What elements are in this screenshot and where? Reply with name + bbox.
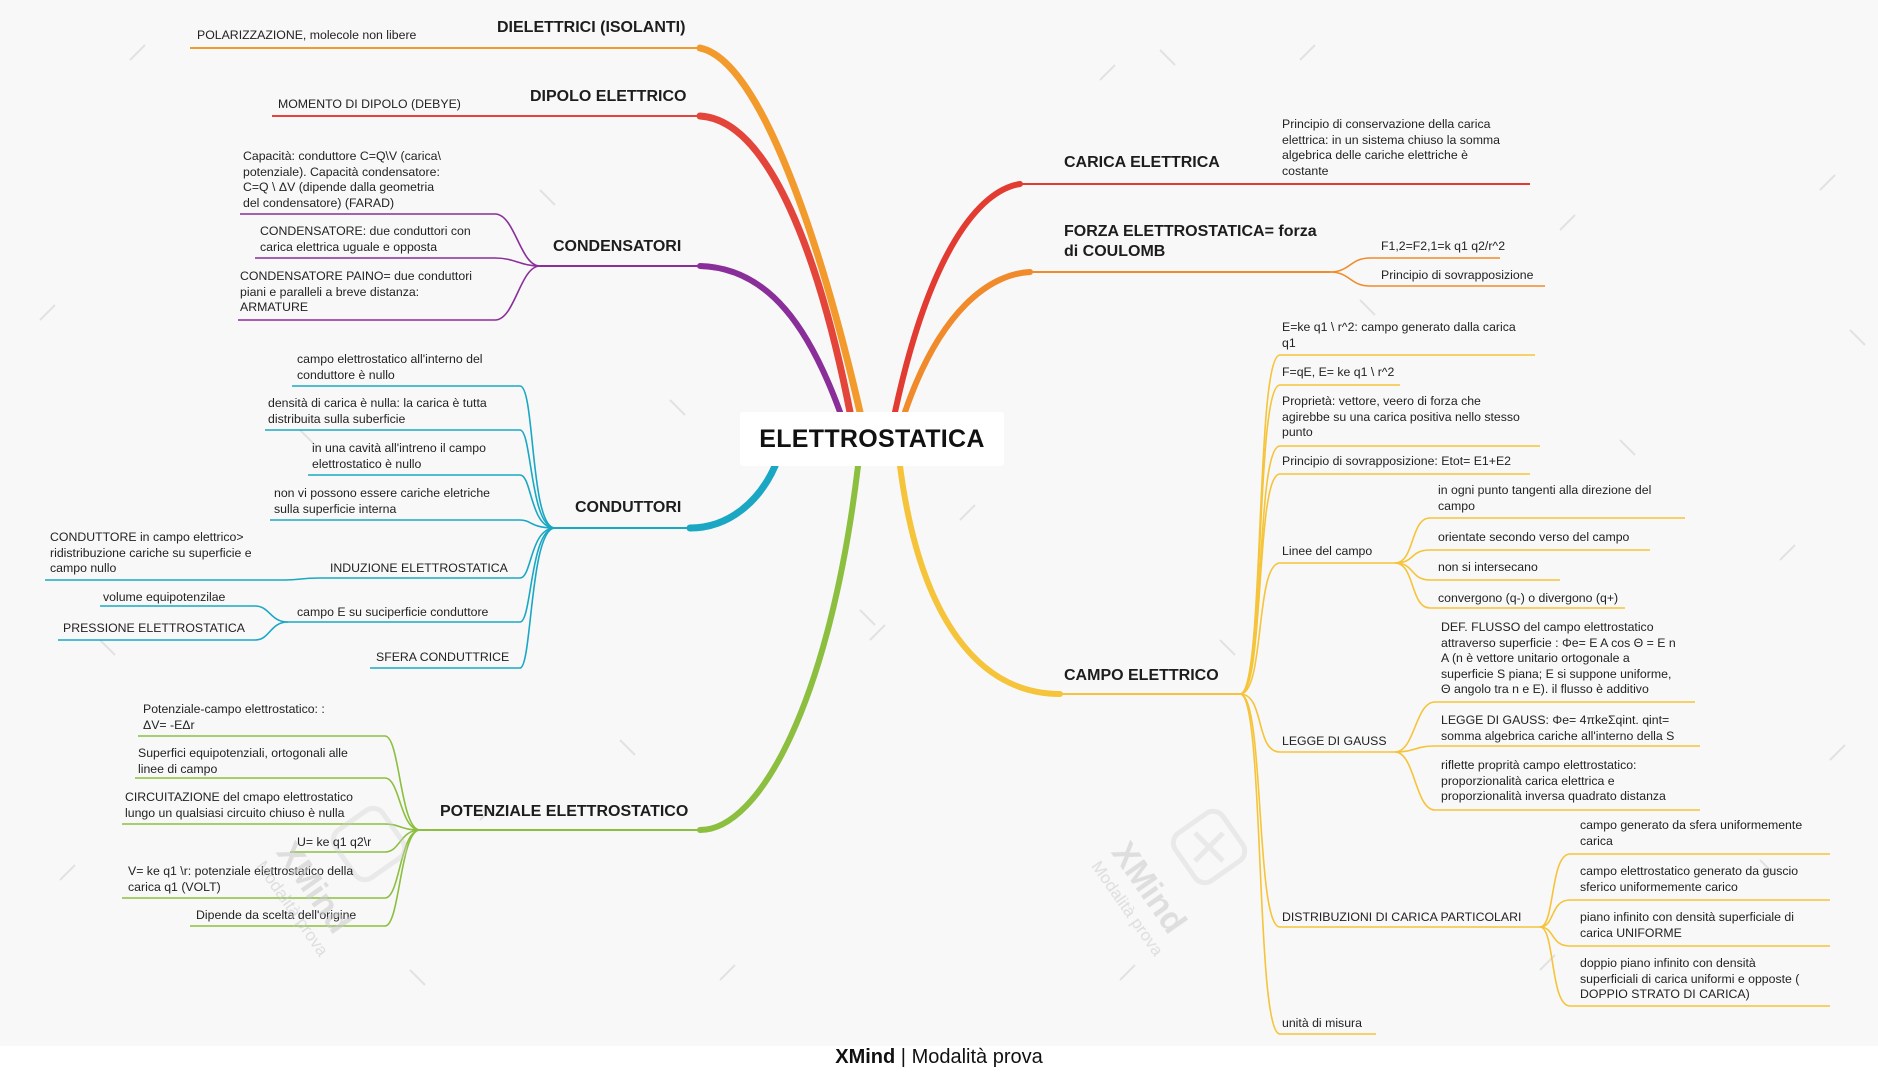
subtopic-campo-carica[interactable]: E=ke q1 \ r^2: campo generato dalla cari…	[1282, 320, 1516, 350]
subtopic-f-qe[interactable]: F=qE, E= ke q1 \ r^2	[1282, 365, 1395, 379]
subtopic-conservazione-carica[interactable]: Principio di conservazione della carica …	[1282, 117, 1501, 178]
branch-carica	[892, 181, 1023, 415]
branch-campo	[897, 463, 1063, 697]
subtopic-condensatore-piano[interactable]: CONDENSATORE PAINO= due conduttori piani…	[240, 269, 473, 314]
subtopic-distribuzioni[interactable]: DISTRIBUZIONI DI CARICA PARTICOLARI	[1282, 910, 1522, 924]
topic-condensatori[interactable]: CONDENSATORI	[553, 238, 682, 255]
topic-campo[interactable]: CAMPO ELETTRICO	[1064, 667, 1219, 684]
subtopic-sovrapposizione-forza[interactable]: Principio di sovrapposizione	[1381, 268, 1534, 282]
background-dashes	[39, 44, 1866, 986]
subtopic-energia-u[interactable]: U= ke q1 q2\r	[297, 835, 372, 849]
subtopic-linee-tangenti[interactable]: in ogni punto tangenti alla direzione de…	[1438, 483, 1652, 513]
subtopic-condensatore[interactable]: CONDENSATORE: due conduttori con carica …	[260, 224, 471, 254]
subtopic-induzione-detail[interactable]: CONDUTTORE in campo elettrico> ridistrib…	[50, 530, 252, 575]
subtopic-gauss-proprieta[interactable]: riflette proprità campo elettrostatico: …	[1441, 758, 1666, 803]
watermark-brand: XMind	[835, 1046, 896, 1068]
watermark-mode: Modalità prova	[911, 1046, 1043, 1068]
subtopic-superfici-equipotenziali[interactable]: Superfici equipotenziali, ortogonali all…	[138, 746, 348, 776]
subtopic-linee-campo[interactable]: Linee del campo	[1282, 544, 1373, 558]
subtopic-flusso[interactable]: DEF. FLUSSO del campo elettrostatico att…	[1441, 620, 1676, 696]
subtopic-potenziale-v[interactable]: V= ke q1 \r: potenziale elettrostatico d…	[128, 864, 354, 894]
subtopic-unita-misura[interactable]: unità di misura	[1282, 1016, 1362, 1030]
subtopic-cavita[interactable]: in una cavità all'intreno il campo elett…	[312, 441, 486, 471]
branch-potenziale	[697, 463, 861, 833]
subtopic-sfera-conduttrice[interactable]: SFERA CONDUTTRICE	[376, 650, 510, 664]
subtopic-proprieta[interactable]: Proprietà: vettore, veero di forza che a…	[1282, 394, 1520, 439]
subtopic-densita-carica[interactable]: densità di carica è nulla: la carica è t…	[268, 396, 487, 426]
subtopic-potenziale-campo[interactable]: Potenziale-campo elettrostatico: : ΔV= -…	[143, 702, 325, 732]
watermark-footer: XMind | Modalità prova	[0, 1046, 1878, 1069]
subtopic-sovrapposizione-campo[interactable]: Principio di sovrapposizione: Etot= E1+E…	[1282, 454, 1511, 468]
subtopic-momento-dipolo[interactable]: MOMENTO DI DIPOLO (DEBYE)	[278, 97, 461, 111]
subtopic-linee-non-intersecano[interactable]: non si intersecano	[1438, 560, 1538, 574]
topic-dielettrici[interactable]: DIELETTRICI (ISOLANTI)	[497, 19, 686, 36]
branch-conduttori	[686, 462, 779, 532]
branch-dipolo	[696, 112, 854, 416]
subtopic-linee-orientate[interactable]: orientate secondo verso del campo	[1438, 530, 1630, 544]
topic-potenziale[interactable]: POTENZIALE ELETTROSTATICO	[440, 803, 689, 820]
subtopic-legge-gauss[interactable]: LEGGE DI GAUSS: Φe= 4πkeΣqint. qint= som…	[1441, 713, 1675, 743]
subtopic-coulomb-formula[interactable]: F1,2=F2,1=k q1 q2/r^2	[1381, 239, 1506, 253]
subtopic-polarizzazione[interactable]: POLARIZZAZIONE, molecole non libere	[197, 28, 417, 42]
watermark-separator: |	[900, 1046, 912, 1068]
subtopic-doppio-piano[interactable]: doppio piano infinito con densità superf…	[1580, 956, 1800, 1001]
subtopic-sfera-carica[interactable]: campo generato da sfera uniformemente ca…	[1580, 818, 1803, 848]
subtopic-capacita[interactable]: Capacità: conduttore C=Q\V (carica\ pote…	[243, 149, 441, 210]
subtopic-induzione[interactable]: INDUZIONE ELETTROSTATICA	[330, 561, 508, 575]
subtopic-campo-superficie[interactable]: campo E su suciperficie conduttore	[297, 605, 489, 619]
topic-carica[interactable]: CARICA ELETTRICA	[1064, 154, 1220, 171]
branch-dielettrici	[696, 44, 864, 416]
subtopic-linee-convergono[interactable]: convergono (q-) o divergono (q+)	[1438, 591, 1619, 605]
subtopic-circuitazione[interactable]: CIRCUITAZIONE del cmapo elettrostatico l…	[125, 790, 354, 820]
branch-forza	[902, 269, 1033, 415]
subtopic-gauss[interactable]: LEGGE DI GAUSS	[1282, 734, 1387, 748]
subtopic-volume-equipotenziale[interactable]: volume equipotenzilae	[103, 590, 226, 604]
subtopic-piano-infinito[interactable]: piano infinito con densità superficiale …	[1580, 910, 1794, 940]
watermark-logo	[330, 805, 1248, 886]
subtopic-superficie-interna[interactable]: non vi possono essere cariche eletriche …	[274, 486, 491, 516]
subtopic-pressione[interactable]: PRESSIONE ELETTROSTATICA	[63, 621, 245, 635]
topic-dipolo[interactable]: DIPOLO ELETTRICO	[530, 88, 687, 105]
topic-forza[interactable]: FORZA ELETTROSTATICA= forza di COULOMB	[1064, 223, 1317, 260]
subtopic-campo-interno[interactable]: campo elettrostatico all'interno del con…	[297, 352, 483, 382]
branch-condensatori	[697, 263, 843, 415]
subtopic-guscio-sferico[interactable]: campo elettrostatico generato da guscio …	[1580, 864, 1799, 894]
topic-conduttori[interactable]: CONDUTTORI	[575, 499, 682, 516]
bottom-strip	[0, 1046, 1878, 1080]
central-topic[interactable]: ELETTROSTATICA	[740, 412, 1004, 466]
subtopic-origine[interactable]: Dipende da scelta dell'origine	[196, 908, 357, 922]
